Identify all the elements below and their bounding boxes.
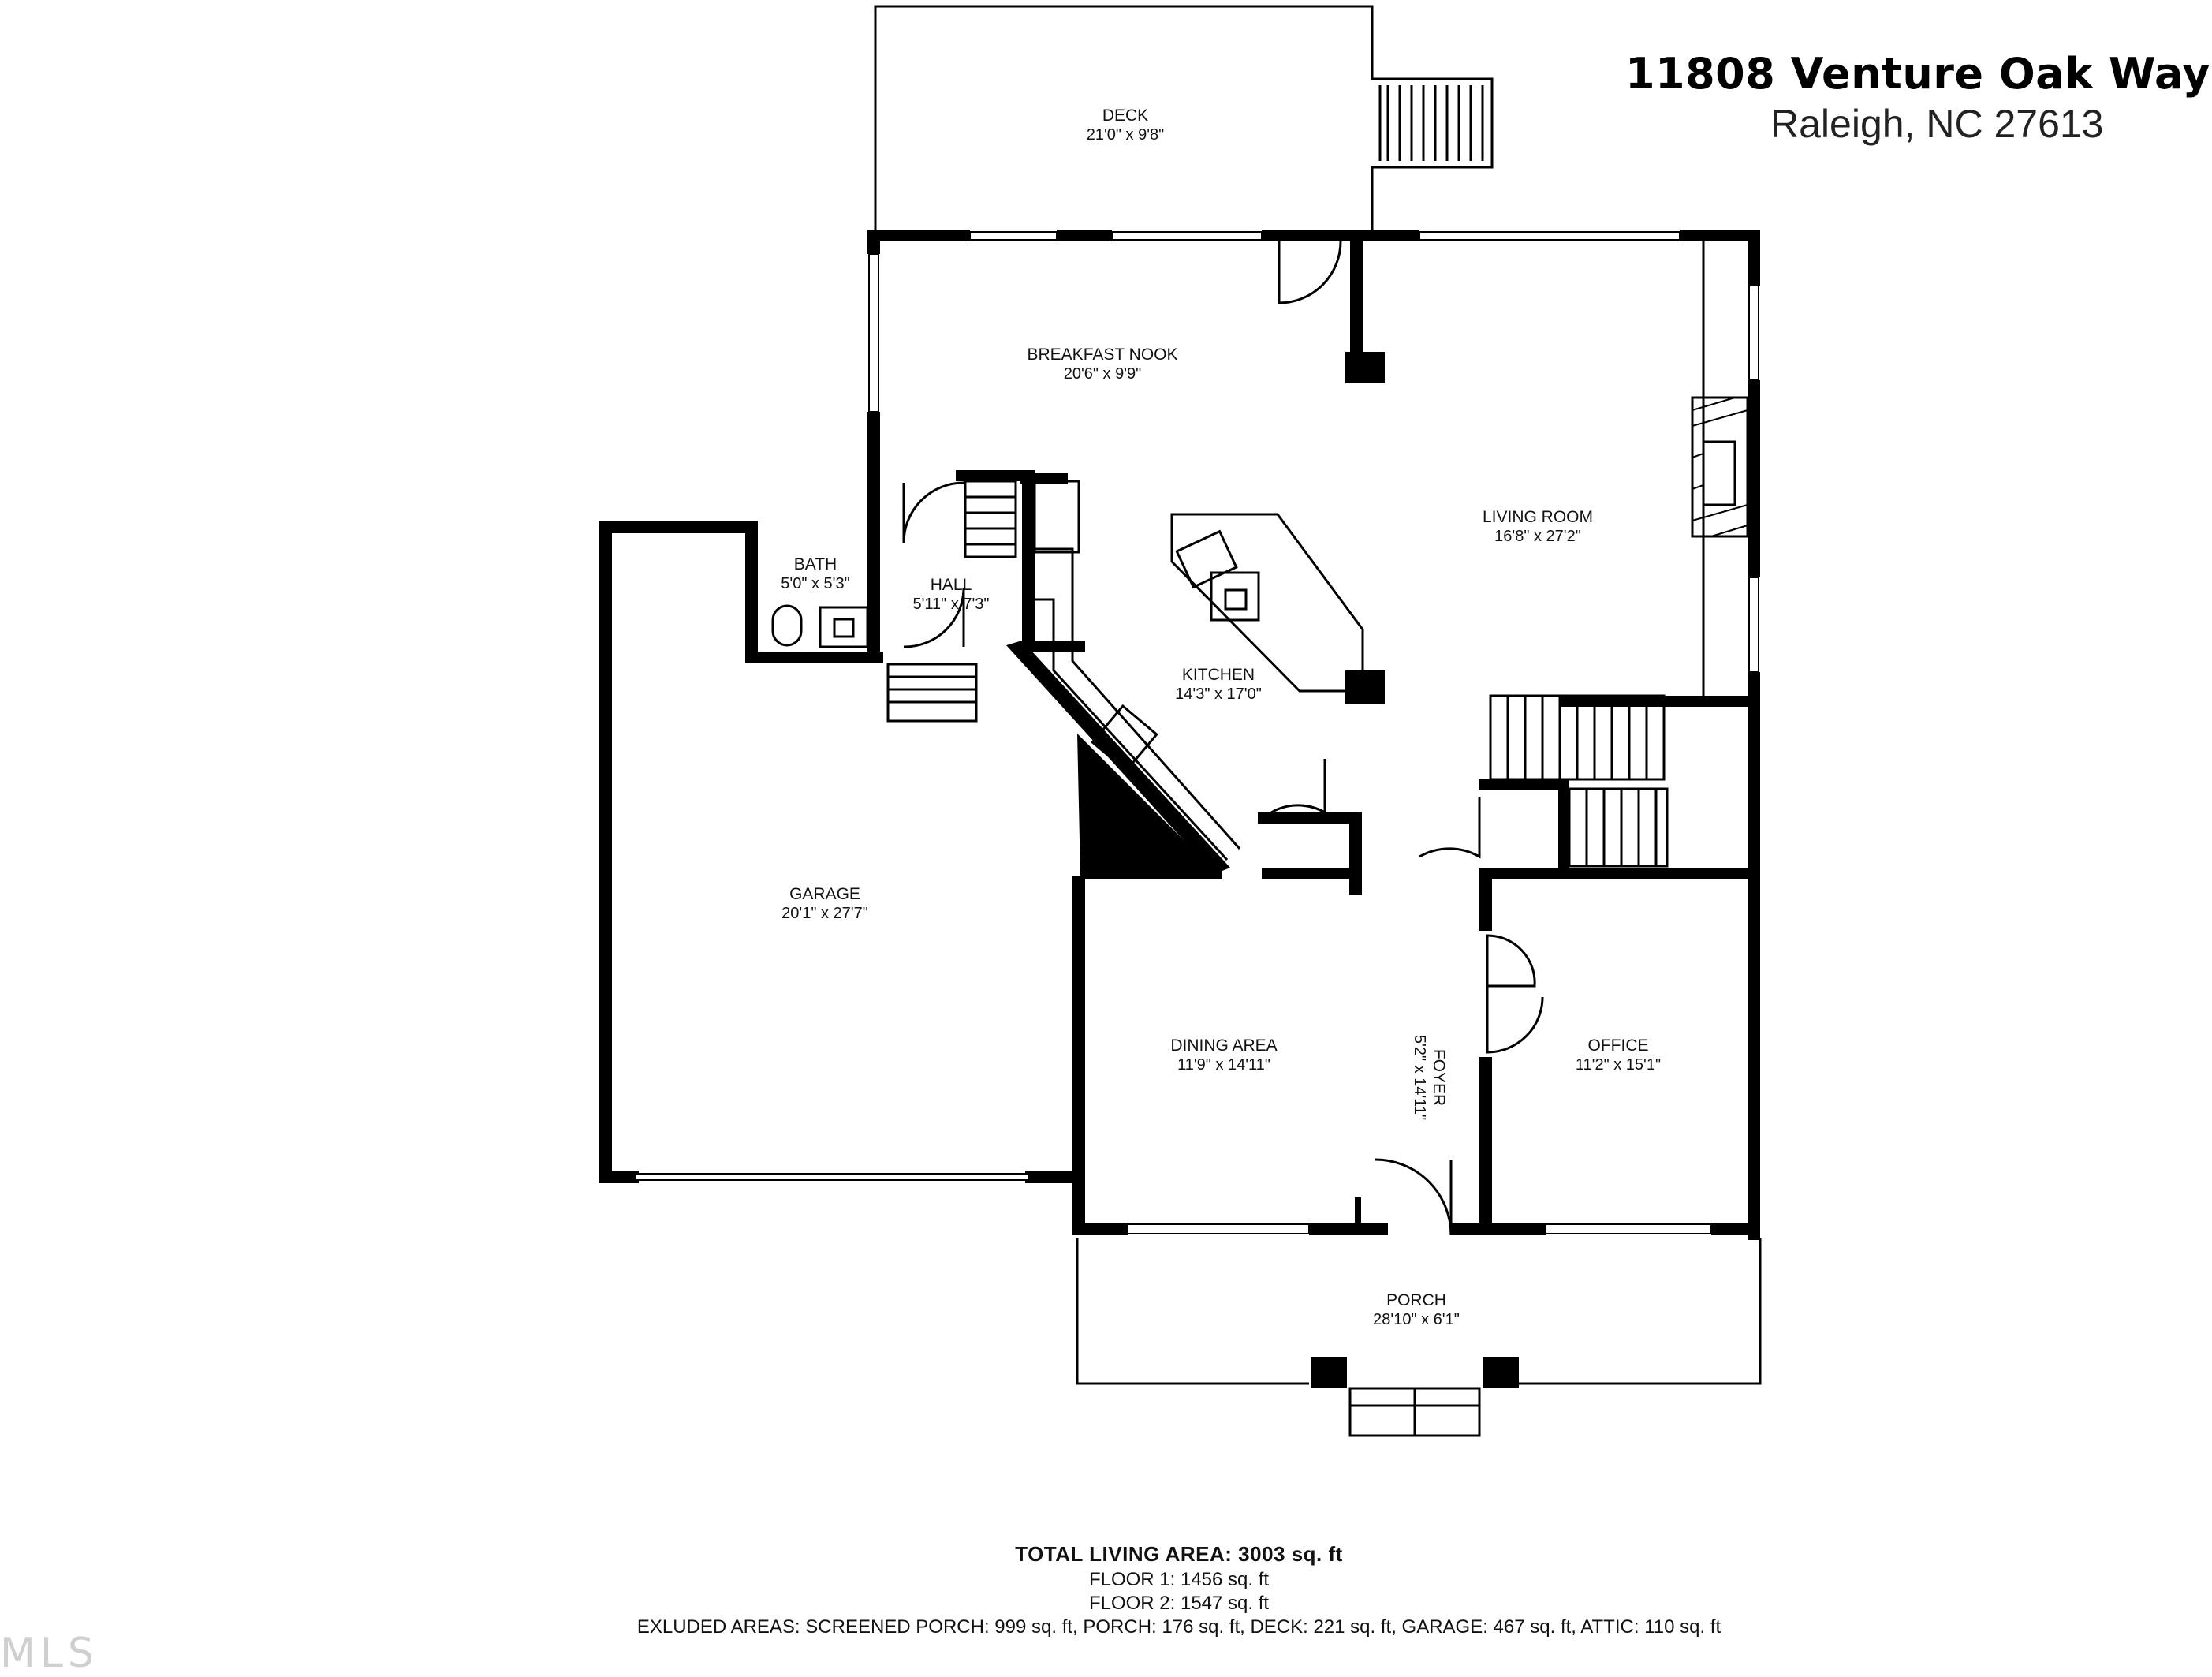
room-dims-living-room: 16'8" x 27'2" [1494,528,1581,545]
porch-outline [1076,1238,1762,1437]
room-dims-foyer: 5'2" x 14'11" [1411,1035,1428,1120]
garage-walls [599,521,1085,1223]
room-name-porch: PORCH [1386,1291,1446,1309]
exterior-walls [867,230,1760,1240]
room-name-bath: BATH [794,555,837,573]
address-street: 11808 Venture Oak Way [1624,49,2210,99]
bath-walls [745,473,883,663]
room-dims-deck: 21'0" x 9'8" [1087,126,1165,144]
room-name-kitchen: KITCHEN [1182,666,1255,684]
room-dims-bath: 5'0" x 5'3" [781,575,849,592]
room-dims-garage: 20'1" x 27'7" [781,905,868,922]
room-name-office: OFFICE [1588,1036,1649,1055]
floor1-area: FLOOR 1: 1456 sq. ft [1088,1569,1270,1590]
kitchen-island [1170,513,1364,693]
mls-logo: MLS [0,1630,99,1677]
kitchen-counter [1033,480,1241,861]
room-name-dining-area: DINING AREA [1170,1036,1277,1055]
total-living-area: TOTAL LIVING AREA: 3003 sq. ft [1015,1542,1343,1566]
room-name-garage: GARAGE [789,885,860,903]
address-city: Raleigh, NC 27613 [1770,102,2104,146]
room-name-deck: DECK [1102,106,1148,125]
room-dims-hall: 5'11" x 7'3" [912,596,989,613]
room-name-breakfast-nook: BREAKFAST NOOK [1028,345,1178,364]
fireplace [1691,396,1749,538]
interior-walls [956,241,1760,1231]
room-dims-office: 11'2" x 15'1" [1576,1056,1661,1074]
room-dims-breakfast-nook: 20'6" x 9'9" [1064,365,1142,383]
door-swings [902,241,1544,1236]
room-dims-porch: 28'10" x 6'1" [1373,1311,1460,1328]
room-name-hall: HALL [931,576,972,594]
room-labels: DECK 21'0" x 9'8" BREAKFAST NOOK 20'6" x… [781,106,1661,1328]
excluded-areas: EXLUDED AREAS: SCREENED PORCH: 999 sq. f… [636,1616,1721,1638]
room-name-foyer: FOYER [1430,1049,1448,1106]
room-dims-kitchen: 14'3" x 17'0" [1175,685,1262,703]
room-name-living-room: LIVING ROOM [1483,508,1593,526]
deck-outline [874,5,1494,233]
floor2-area: FLOOR 2: 1547 sq. ft [1088,1593,1270,1614]
room-dims-dining-area: 11'9" x 14'11" [1177,1056,1270,1074]
stairs [886,480,1669,868]
